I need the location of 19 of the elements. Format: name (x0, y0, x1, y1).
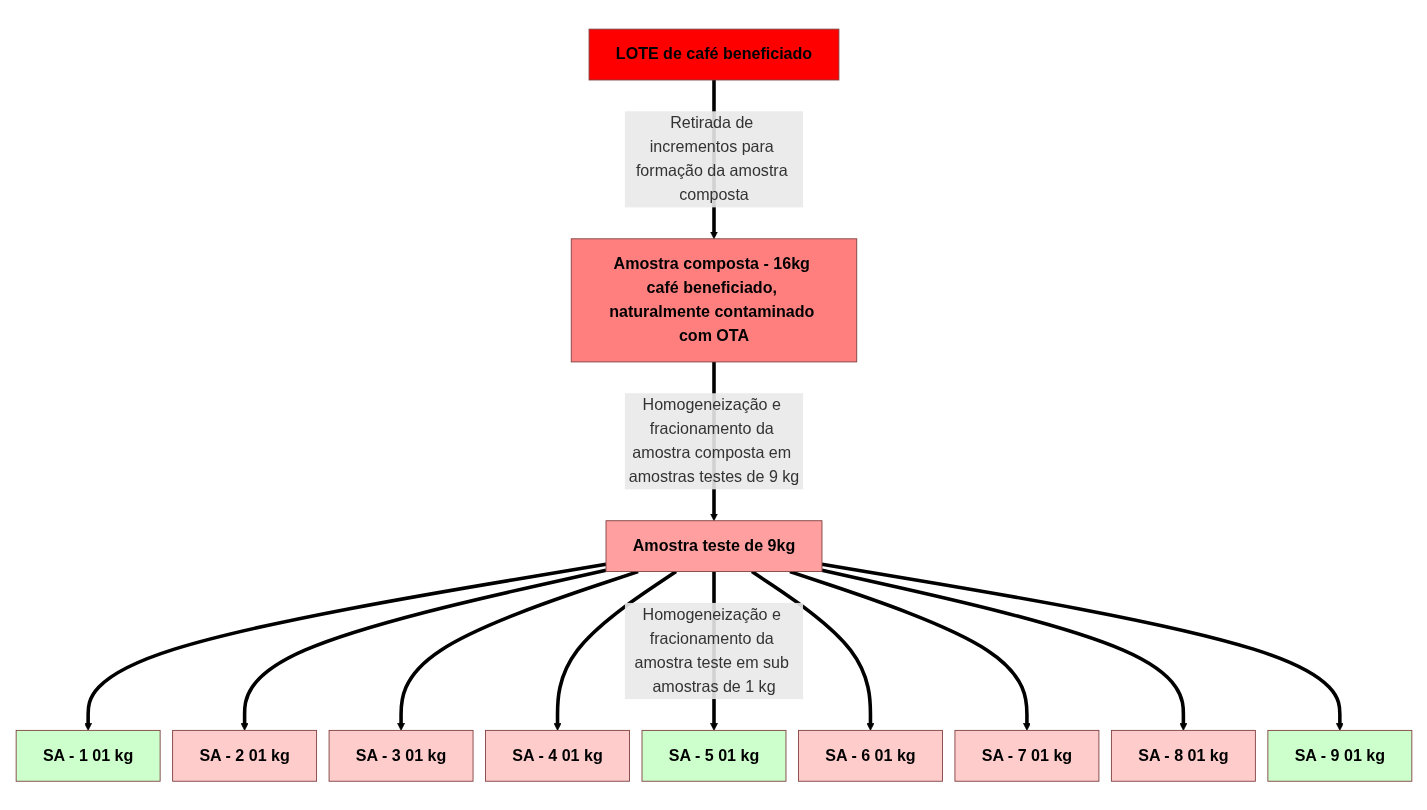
node-box: SA - 2 01 kg (171, 729, 317, 782)
arrow (821, 562, 1344, 731)
arrow (821, 568, 1187, 731)
edge-label: Homogeneização e fracionamento da amostra composta em amostras testes de 9 kg (628, 395, 799, 486)
node-box: SA - 1 01 kg (15, 729, 161, 782)
node-box: SA - 7 01 kg (954, 729, 1099, 782)
node-box: SA - 3 01 kg (328, 729, 473, 782)
arrow (240, 568, 606, 731)
node-box: Amostra teste de 9kg (605, 520, 822, 572)
node-box: SA - 4 01 kg (484, 729, 630, 782)
node-box: SA - 5 01 kg (641, 729, 786, 782)
edge-label: Homogeneização e fracionamento da amostra teste em sub amostras de 1 kg (634, 605, 789, 696)
arrow (83, 562, 606, 731)
node-box: SA - 9 01 kg (1266, 729, 1412, 782)
node-box: SA - 6 01 kg (797, 729, 943, 782)
node-box: SA - 8 01 kg (1110, 729, 1256, 782)
node-box: Amostra composta - 16kg café beneficiado, naturalmente contaminado com OTA (570, 238, 857, 363)
edge-label: Retirada de incrementos para formação da amostra composta (635, 113, 788, 204)
node-box: LOTE de café beneficiado (588, 28, 839, 81)
